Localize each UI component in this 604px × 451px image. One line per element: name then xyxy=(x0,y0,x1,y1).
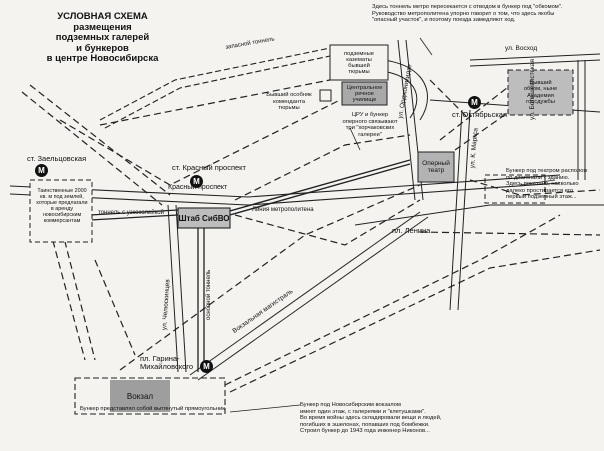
tunnel-zapasnoy xyxy=(99,47,331,121)
label-shtab-sibvo: Штаб СибВО xyxy=(178,213,230,223)
label-kazematy: подземные казематы бывшей тюрьмы xyxy=(343,50,374,75)
note-opera-bunker: Бункер под театром располож по диагонали… xyxy=(506,168,588,201)
note-vokzal-bunker: Бункер представлял собой вытянутый прямо… xyxy=(80,406,225,412)
gallery-upper xyxy=(59,99,341,186)
label-kommendant: Бывший особняк коменданта тюрьмы xyxy=(266,92,312,112)
station-krasny-prospekt: ст. Красный проспект xyxy=(172,163,246,172)
metro-line-main xyxy=(204,159,411,219)
note-left-territory: Таинственные 2000 кв. м под землей, кото… xyxy=(36,188,88,224)
street-krasny-prospekt: Красный проспект xyxy=(168,184,228,191)
label-osnovnoy-tunnel: основной тоннель xyxy=(206,269,212,320)
road-chelyuskintsev xyxy=(167,204,179,373)
station-zaeltsovskaya: ст. Заельцовская xyxy=(27,154,87,163)
label-opera: Оперный театр xyxy=(422,160,450,174)
box-kazematy xyxy=(329,44,389,81)
street-lenina: пл. Ленина xyxy=(392,226,431,235)
box-vokzal xyxy=(74,377,226,415)
label-metro-line: Линия метрополитена xyxy=(252,207,314,213)
box-opera xyxy=(417,151,455,183)
box-kommendant xyxy=(319,89,332,102)
tunnel-uzkokoleyka xyxy=(89,209,179,216)
box-obkom xyxy=(507,69,574,116)
gallery-big-diagonal xyxy=(119,184,421,371)
map-title: УСЛОВНАЯ СХЕМА размещения подземных гале… xyxy=(46,11,159,64)
road-voskhod xyxy=(469,53,601,61)
label-uchilishche: Центральное речное училище xyxy=(346,84,383,103)
metro-icon-krasny-prospekt: М xyxy=(190,175,203,188)
station-oktyabrskaya: ст. Октябрьская xyxy=(452,110,508,119)
box-uchilishche xyxy=(341,81,388,106)
station-garina: пл. Гарина- Михайловского xyxy=(140,354,194,371)
gallery-to-opera xyxy=(234,134,411,201)
box-shtab-sibvo xyxy=(177,207,231,229)
gallery-left-vertical xyxy=(49,229,86,361)
box-left-territory xyxy=(29,179,93,243)
metro-icon-garina: М xyxy=(200,360,213,373)
road-ordzhonikidze xyxy=(397,39,416,201)
label-uzkokoleyka: тоннель с узкоколейкой xyxy=(98,210,164,216)
label-vokzal: Вокзал xyxy=(126,391,154,401)
gallery-right-long xyxy=(224,214,561,386)
label-tsru: ЦРУ и бункер оперного связывают три "хор… xyxy=(342,112,398,138)
gallery-to-lenina xyxy=(234,199,421,246)
label-obkom: Бывший обком, ныне Академия госсдуж­бы xyxy=(523,80,558,105)
note-top-right: Здесь тоннель метро пересекается с отвод… xyxy=(372,4,563,24)
metro-icon-zaeltsovskaya: М xyxy=(35,164,48,177)
note-bottom: Бункер под Новосибирским вокзалом имеет … xyxy=(300,402,442,435)
metro-icon-oktyabrskaya: М xyxy=(468,96,481,109)
road-vokzalnaya xyxy=(189,211,421,376)
street-voskhod: ул. Восход xyxy=(505,45,538,52)
gallery-left-diagonal xyxy=(29,84,171,196)
